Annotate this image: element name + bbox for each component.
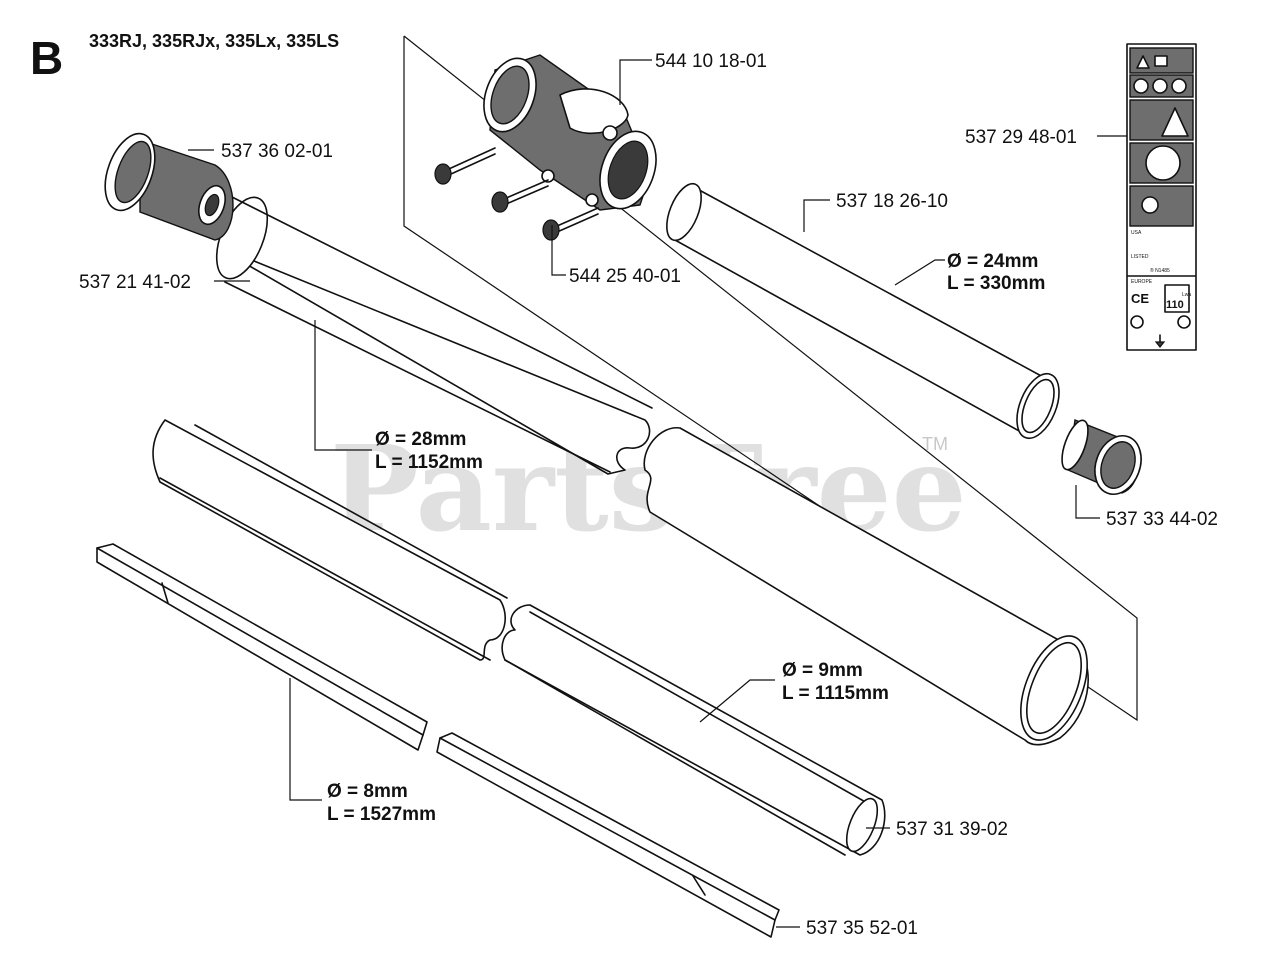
part-number-cap: 537 36 02-01	[221, 141, 333, 162]
decal-europe: EUROPE	[1131, 279, 1153, 285]
drive-shaft-part	[96, 543, 780, 938]
decal-usa: USA	[1131, 230, 1142, 236]
part-number-main-tube: 537 21 41-02	[79, 272, 191, 293]
part-number-drive-shaft: 537 35 52-01	[806, 918, 918, 939]
decal-code: ® N1485	[1150, 267, 1170, 274]
screws-leader	[551, 225, 566, 276]
decal-db: 110	[1166, 299, 1184, 311]
short-tube-part	[666, 182, 1060, 440]
shaft-dim-leader	[289, 678, 322, 801]
liner-dim-leader	[699, 679, 775, 723]
screws-part	[434, 147, 599, 241]
assembly-outline	[403, 35, 1138, 722]
liner-diameter: Ø = 9mm	[782, 660, 863, 681]
part-number-liner: 537 31 39-02	[896, 819, 1008, 840]
liner-length: L = 1115mm	[782, 683, 889, 704]
clamp-part	[483, 54, 657, 211]
short-tube-length: L = 330mm	[947, 273, 1045, 294]
main-tube-dim-leader	[314, 320, 372, 451]
part-number-bushing: 537 33 44-02	[1106, 509, 1218, 530]
decal-lwa: Lwa	[1182, 292, 1191, 298]
main-tube-part	[215, 195, 1089, 746]
clamp-leader	[619, 59, 652, 105]
short-tube-dim-leader	[894, 259, 945, 286]
part-number-decal: 537 29 48-01	[965, 127, 1077, 148]
short-tube-leader	[803, 199, 830, 232]
model-list: 333RJ, 335RJx, 335Lx, 335LS	[89, 31, 339, 51]
part-number-clamp: 544 10 18-01	[655, 51, 767, 72]
main-tube-length: L = 1152mm	[375, 452, 483, 473]
main-tube-diameter: Ø = 28mm	[375, 429, 466, 450]
decal-part: USA LISTED ® N1485 EUROPE CE 110 Lwa	[1126, 43, 1197, 351]
liner-part	[152, 419, 886, 856]
part-number-short-tube: 537 18 26-10	[836, 191, 948, 212]
bushing-part	[1061, 419, 1142, 495]
cap-part	[104, 132, 234, 241]
decal-ce: CE	[1131, 291, 1149, 306]
trademark-text: TM	[922, 434, 948, 454]
decal-listed: LISTED	[1131, 254, 1149, 260]
part-number-screws: 544 25 40-01	[569, 266, 681, 287]
short-tube-diameter: Ø = 24mm	[947, 251, 1038, 272]
shaft-diameter: Ø = 8mm	[327, 781, 408, 802]
bushing-leader	[1075, 485, 1100, 519]
section-letter: B	[30, 32, 63, 84]
shaft-length: L = 1527mm	[327, 804, 436, 825]
